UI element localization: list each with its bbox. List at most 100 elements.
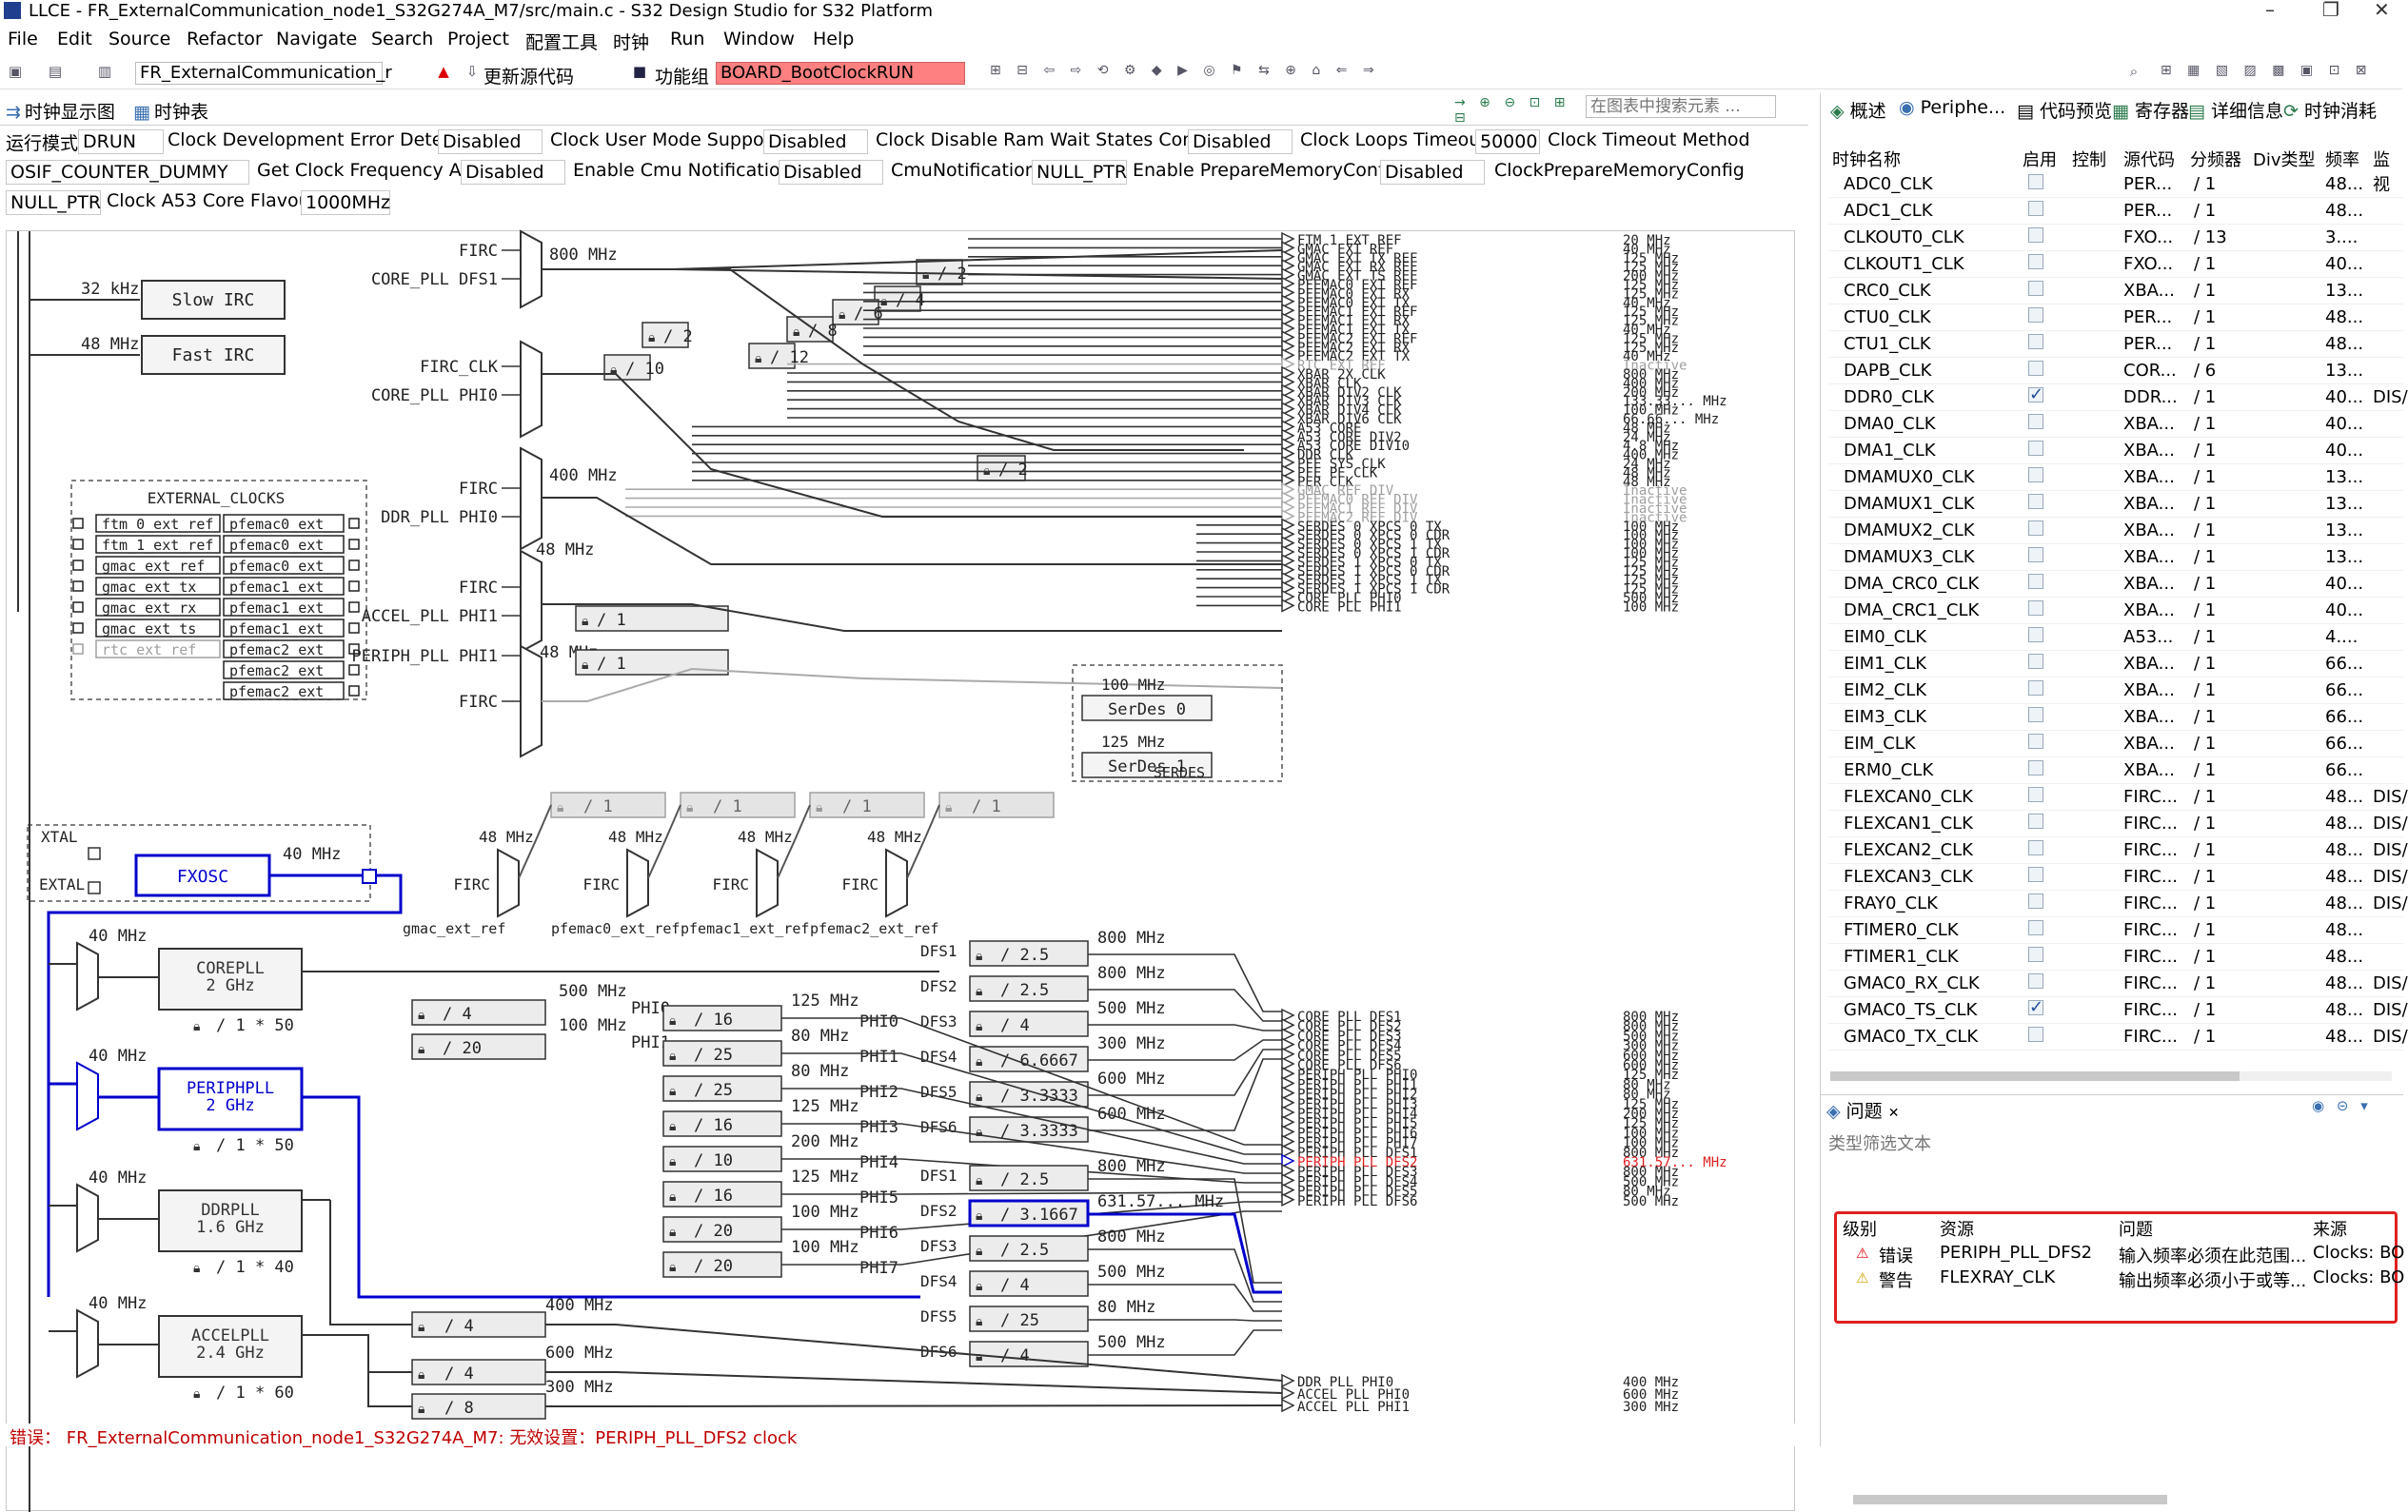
tab-registers[interactable]: ▦ 寄存器 — [2112, 97, 2189, 123]
enable-checkbox[interactable] — [2028, 281, 2043, 296]
config-value[interactable]: 50000 — [1475, 129, 1540, 154]
problem-source[interactable]: Clocks: BO — [2313, 1243, 2405, 1263]
enable-checkbox[interactable] — [2028, 707, 2043, 722]
column-header[interactable]: 分频器 — [2190, 150, 2241, 170]
menu-file[interactable]: File — [8, 29, 38, 49]
table-horizontal-scrollbar[interactable] — [1830, 1071, 2392, 1081]
enable-checkbox[interactable] — [2028, 973, 2043, 989]
maximize-button[interactable]: ❐ — [2322, 0, 2339, 21]
menu-clock[interactable]: 时钟 — [613, 32, 650, 53]
problem-resource[interactable]: FLEXRAY_CLK — [1940, 1267, 2056, 1287]
config-value[interactable]: DRUN — [78, 129, 164, 154]
enable-checkbox[interactable] — [2028, 680, 2043, 696]
search-icon[interactable]: ⌕ — [2129, 63, 2139, 80]
enable-checkbox[interactable] — [2028, 574, 2043, 589]
menu-project[interactable]: Project — [447, 29, 510, 49]
tab-clock-table[interactable]: ▦时钟表 — [133, 98, 208, 124]
problem-level[interactable]: 错误 — [1879, 1247, 1913, 1267]
enable-checkbox[interactable] — [2028, 467, 2043, 482]
enable-checkbox[interactable] — [2028, 520, 2043, 536]
enable-checkbox[interactable]: ✓ — [2028, 384, 2044, 404]
config-value[interactable]: OSIF_COUNTER_DUMMY — [6, 160, 249, 185]
tab-details[interactable]: ▤ 详细信息 — [2188, 97, 2283, 123]
enable-checkbox[interactable] — [2028, 254, 2043, 269]
config-value[interactable]: Disabled — [461, 160, 565, 185]
scrollbar-thumb[interactable] — [1830, 1071, 2240, 1081]
enable-checkbox[interactable] — [2028, 414, 2043, 429]
enable-checkbox[interactable] — [2028, 1027, 2043, 1042]
config-value[interactable]: 1000MHz — [301, 190, 390, 215]
enable-checkbox[interactable] — [2028, 840, 2043, 855]
menu-window[interactable]: Window — [723, 29, 795, 49]
enable-checkbox[interactable] — [2028, 227, 2043, 243]
toolbar-icons-group[interactable]: ⊞ ⊟ ⇦ ⇨ ⟲ ⚙ ◆ ▶ ◎ ⚑ ⇆ ⊕ ⌂ ⇐ ⇒ — [990, 63, 1380, 78]
tab-peripherals[interactable]: ◉ Periphe... — [1899, 97, 2005, 118]
enable-checkbox[interactable] — [2028, 787, 2043, 802]
update-source-button[interactable]: 更新源代码 — [484, 67, 575, 88]
enable-checkbox[interactable] — [2028, 654, 2043, 669]
enable-checkbox[interactable] — [2028, 307, 2043, 323]
menu-source[interactable]: Source — [109, 29, 171, 49]
function-group-combo[interactable]: BOARD_BootClockRUN — [716, 62, 965, 85]
config-value[interactable]: NULL_PTR — [1032, 160, 1127, 185]
column-header[interactable]: 问题 — [2119, 1220, 2153, 1240]
enable-checkbox[interactable] — [2028, 441, 2043, 456]
tab-clock-diagram[interactable]: ⇉时钟显示图 — [6, 98, 115, 124]
enable-checkbox[interactable] — [2028, 547, 2043, 562]
problems-horizontal-scrollbar[interactable] — [1853, 1495, 2396, 1504]
column-header[interactable]: 时钟名称 — [1832, 150, 1901, 170]
enable-checkbox[interactable] — [2028, 494, 2043, 509]
menu-navigate[interactable]: Navigate — [276, 29, 358, 49]
menu-refactor[interactable]: Refactor — [187, 29, 263, 49]
config-value[interactable]: Disabled — [438, 129, 543, 154]
config-value[interactable]: Disabled — [1188, 129, 1293, 154]
column-header[interactable]: 来源 — [2313, 1220, 2347, 1240]
enable-checkbox[interactable] — [2028, 867, 2043, 882]
enable-checkbox[interactable] — [2028, 814, 2043, 829]
problem-source[interactable]: Clocks: BO — [2313, 1267, 2405, 1287]
scrollbar-thumb[interactable] — [1853, 1495, 2167, 1504]
enable-checkbox[interactable] — [2028, 920, 2043, 935]
print-icon[interactable]: ▥ — [97, 63, 112, 80]
new-icon[interactable]: ▣ — [8, 63, 23, 80]
zoom-icons[interactable]: → ⊕ ⊖ ⊡ ⊞ ⊟ — [1454, 95, 1570, 126]
diagram-search-input[interactable] — [1586, 95, 1776, 118]
update-source-icon[interactable]: ⇩ — [465, 63, 479, 80]
enable-checkbox[interactable] — [2028, 361, 2043, 376]
save-icon[interactable]: ▤ — [48, 63, 63, 80]
config-value[interactable]: Disabled — [763, 129, 868, 154]
tab-overview[interactable]: ◈ 概述 — [1830, 97, 1886, 123]
column-header[interactable]: 级别 — [1843, 1220, 1877, 1240]
minimize-button[interactable]: – — [2265, 0, 2275, 21]
tab-code-preview[interactable]: ▤ 代码预览 — [2017, 97, 2112, 123]
